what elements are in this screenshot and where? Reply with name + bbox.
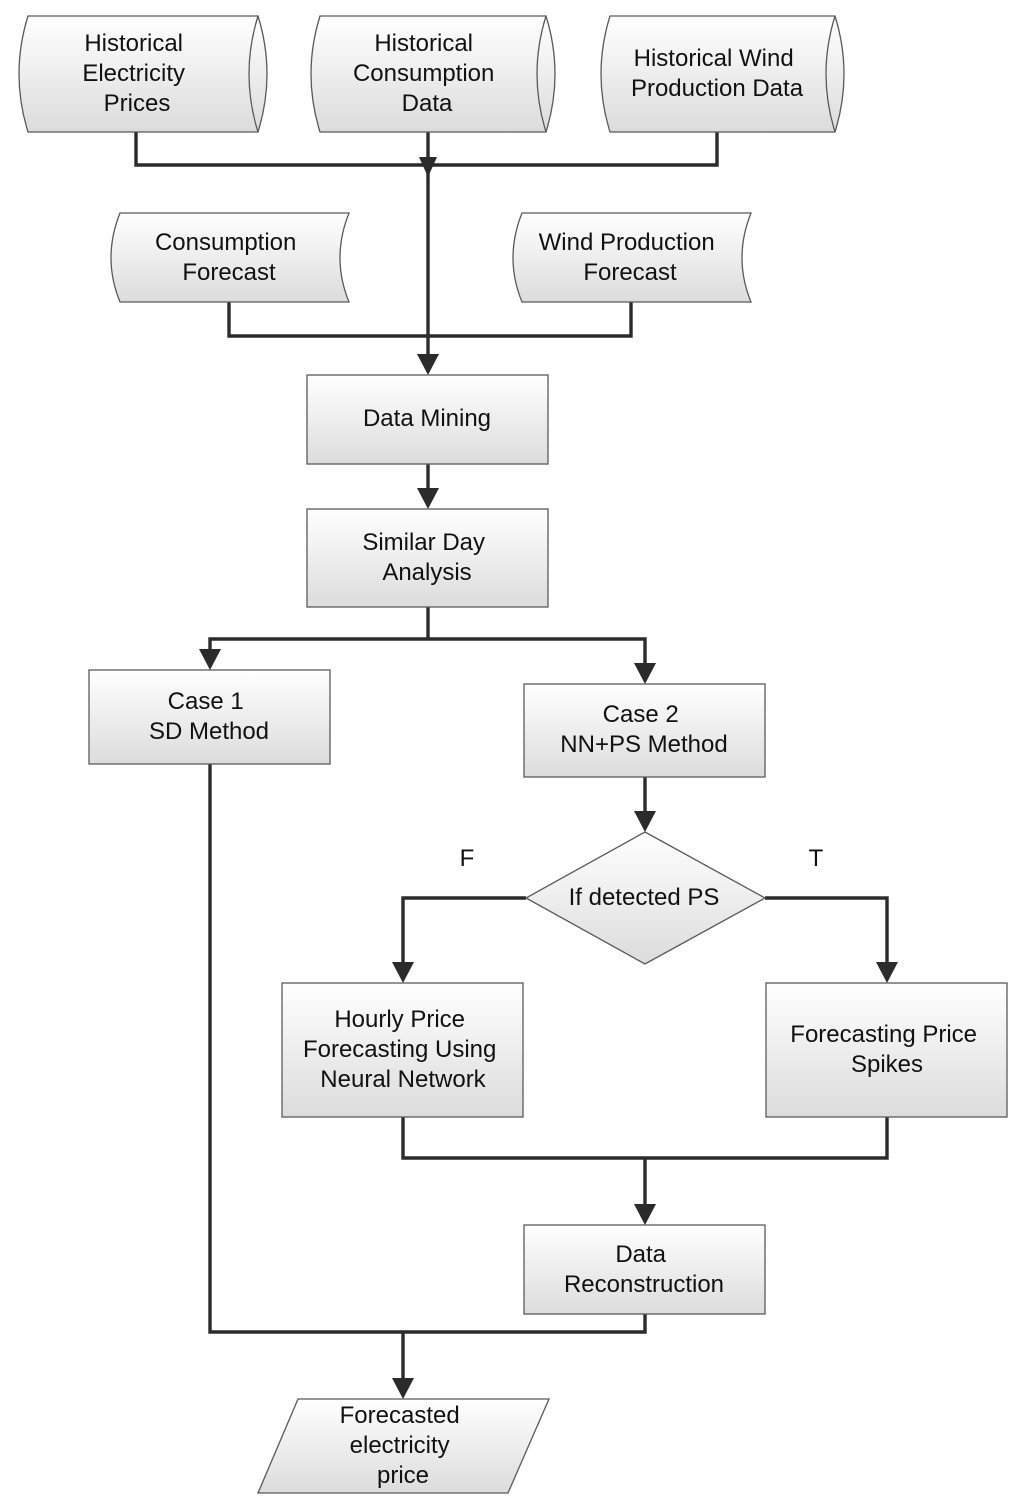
- label-case1-sd-method: Case 1 SD Method: [149, 688, 269, 745]
- label-historical-wind-production-data: Historical Wind Production Data: [631, 45, 804, 102]
- arrowhead-to-similar-day: [417, 488, 439, 509]
- labels: Historical Electricity Prices Historical…: [82, 30, 983, 1489]
- node-historical-electricity-prices: [18, 15, 268, 133]
- branch-label-false: F: [460, 845, 475, 872]
- label-line: Reconstruction: [564, 1271, 724, 1298]
- label-line: Prices: [104, 90, 171, 117]
- arrowhead-to-decision: [634, 811, 656, 832]
- label-line: Spikes: [851, 1051, 923, 1078]
- label-data-mining: Data Mining: [363, 405, 491, 432]
- node-hourly-price-neural-network: [281, 982, 524, 1118]
- label-line: Case 2: [603, 701, 679, 728]
- label-line: Case 1: [168, 688, 244, 715]
- label-hourly-price-neural-network: Hourly Price Forecasting Using Neural Ne…: [303, 1006, 503, 1093]
- label-line: Neural Network: [320, 1066, 486, 1093]
- label-line: Production Data: [631, 75, 804, 102]
- arrowhead-to-reconstruction: [634, 1204, 656, 1225]
- connector-decision-true: [765, 896, 889, 963]
- label-line: Data: [615, 1241, 666, 1268]
- label-line: If detected PS: [569, 884, 720, 911]
- arrowhead-bus-junction: [419, 157, 437, 177]
- label-line: Hourly Price: [334, 1006, 465, 1033]
- arrowhead-to-spikes: [876, 962, 898, 983]
- branch-label-true: T: [809, 845, 824, 872]
- connector-hist-prices-to-bus: [134, 132, 428, 167]
- label-forecasted-electricity-price: Forecasted electricity price: [340, 1402, 467, 1489]
- connector-merge-to-reconstruction: [401, 1117, 889, 1206]
- label-line: Similar Day: [362, 529, 485, 556]
- label-line: Forecasting Using: [303, 1036, 496, 1063]
- connector-hist-wind-to-bus: [428, 132, 719, 167]
- connectors: [134, 132, 889, 1381]
- node-case1-sd-method: [88, 669, 331, 765]
- label-line: SD Method: [149, 718, 269, 745]
- label-line: Historical: [374, 30, 473, 57]
- arrowhead-to-data-mining: [417, 354, 439, 375]
- node-case2-nn-ps-method: [523, 683, 766, 778]
- label-line: Consumption: [155, 229, 296, 256]
- connector-to-output: [208, 764, 647, 1381]
- label-line: Historical: [84, 30, 183, 57]
- label-line: Electricity: [82, 60, 185, 87]
- arrowhead-to-case2: [634, 663, 656, 684]
- label-decision-detected-ps: If detected PS: [569, 884, 720, 911]
- label-data-reconstruction: Data Reconstruction: [564, 1241, 724, 1298]
- connector-forecasts-bus: [227, 302, 633, 338]
- node-forecasting-price-spikes: [765, 982, 1008, 1118]
- node-historical-consumption-data: [310, 15, 556, 133]
- arrowheads: [199, 157, 898, 1399]
- connector-decision-false: [401, 896, 526, 963]
- label-line: Data: [402, 90, 453, 117]
- label-consumption-forecast: Consumption Forecast: [155, 229, 303, 286]
- node-forecasted-electricity-price: [257, 1398, 550, 1494]
- label-line: price: [377, 1462, 429, 1489]
- label-wind-production-forecast: Wind Production Forecast: [539, 229, 722, 286]
- label-line: Historical Wind: [634, 45, 794, 72]
- label-historical-consumption-data: Historical Consumption Data: [353, 30, 501, 117]
- label-case2-nn-ps-method: Case 2 NN+PS Method: [560, 701, 727, 758]
- node-decision-detected-ps: [524, 831, 767, 965]
- node-data-mining: [306, 374, 549, 465]
- label-historical-electricity-prices: Historical Electricity Prices: [82, 30, 191, 117]
- label-line: Wind Production: [539, 229, 715, 256]
- label-line: Forecasting Price: [790, 1021, 977, 1048]
- label-line: Forecast: [583, 259, 677, 286]
- node-data-reconstruction: [523, 1224, 766, 1315]
- label-line: NN+PS Method: [560, 731, 727, 758]
- label-line: Consumption: [353, 60, 494, 87]
- label-line: Analysis: [382, 559, 471, 586]
- label-similar-day-analysis: Similar Day Analysis: [362, 529, 491, 586]
- node-historical-wind-production-data: [600, 15, 845, 133]
- label-line: electricity: [350, 1432, 450, 1459]
- node-similar-day-analysis: [306, 508, 549, 608]
- arrowhead-to-output: [392, 1378, 414, 1399]
- label-line: Forecast: [182, 259, 276, 286]
- node-consumption-forecast: [110, 212, 350, 303]
- node-wind-production-forecast: [512, 212, 752, 303]
- label-forecasting-price-spikes: Forecasting Price Spikes: [790, 1021, 983, 1078]
- label-line: Data Mining: [363, 405, 491, 432]
- arrowhead-to-case1: [199, 649, 221, 670]
- label-line: Forecasted: [340, 1402, 460, 1429]
- connector-similar-day-split: [208, 607, 647, 666]
- arrowhead-to-neural-network: [392, 962, 414, 983]
